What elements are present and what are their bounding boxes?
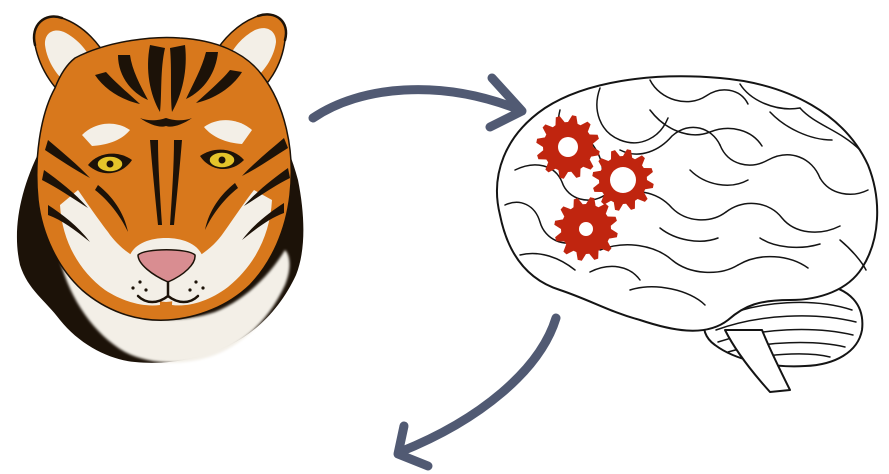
- brain-icon: [497, 76, 877, 392]
- gear-bottom: [554, 197, 617, 260]
- gear-hole: [579, 222, 593, 236]
- brain-cerebrum: [497, 76, 877, 330]
- gear-middle: [592, 149, 653, 210]
- arrow-brain-to-bottom-left: [398, 318, 556, 466]
- gear-top: [536, 115, 599, 178]
- tiger-face-icon: [17, 14, 303, 362]
- gear-hole: [558, 137, 578, 157]
- gear-hole: [610, 167, 636, 193]
- arrow-tiger-to-brain: [313, 78, 522, 127]
